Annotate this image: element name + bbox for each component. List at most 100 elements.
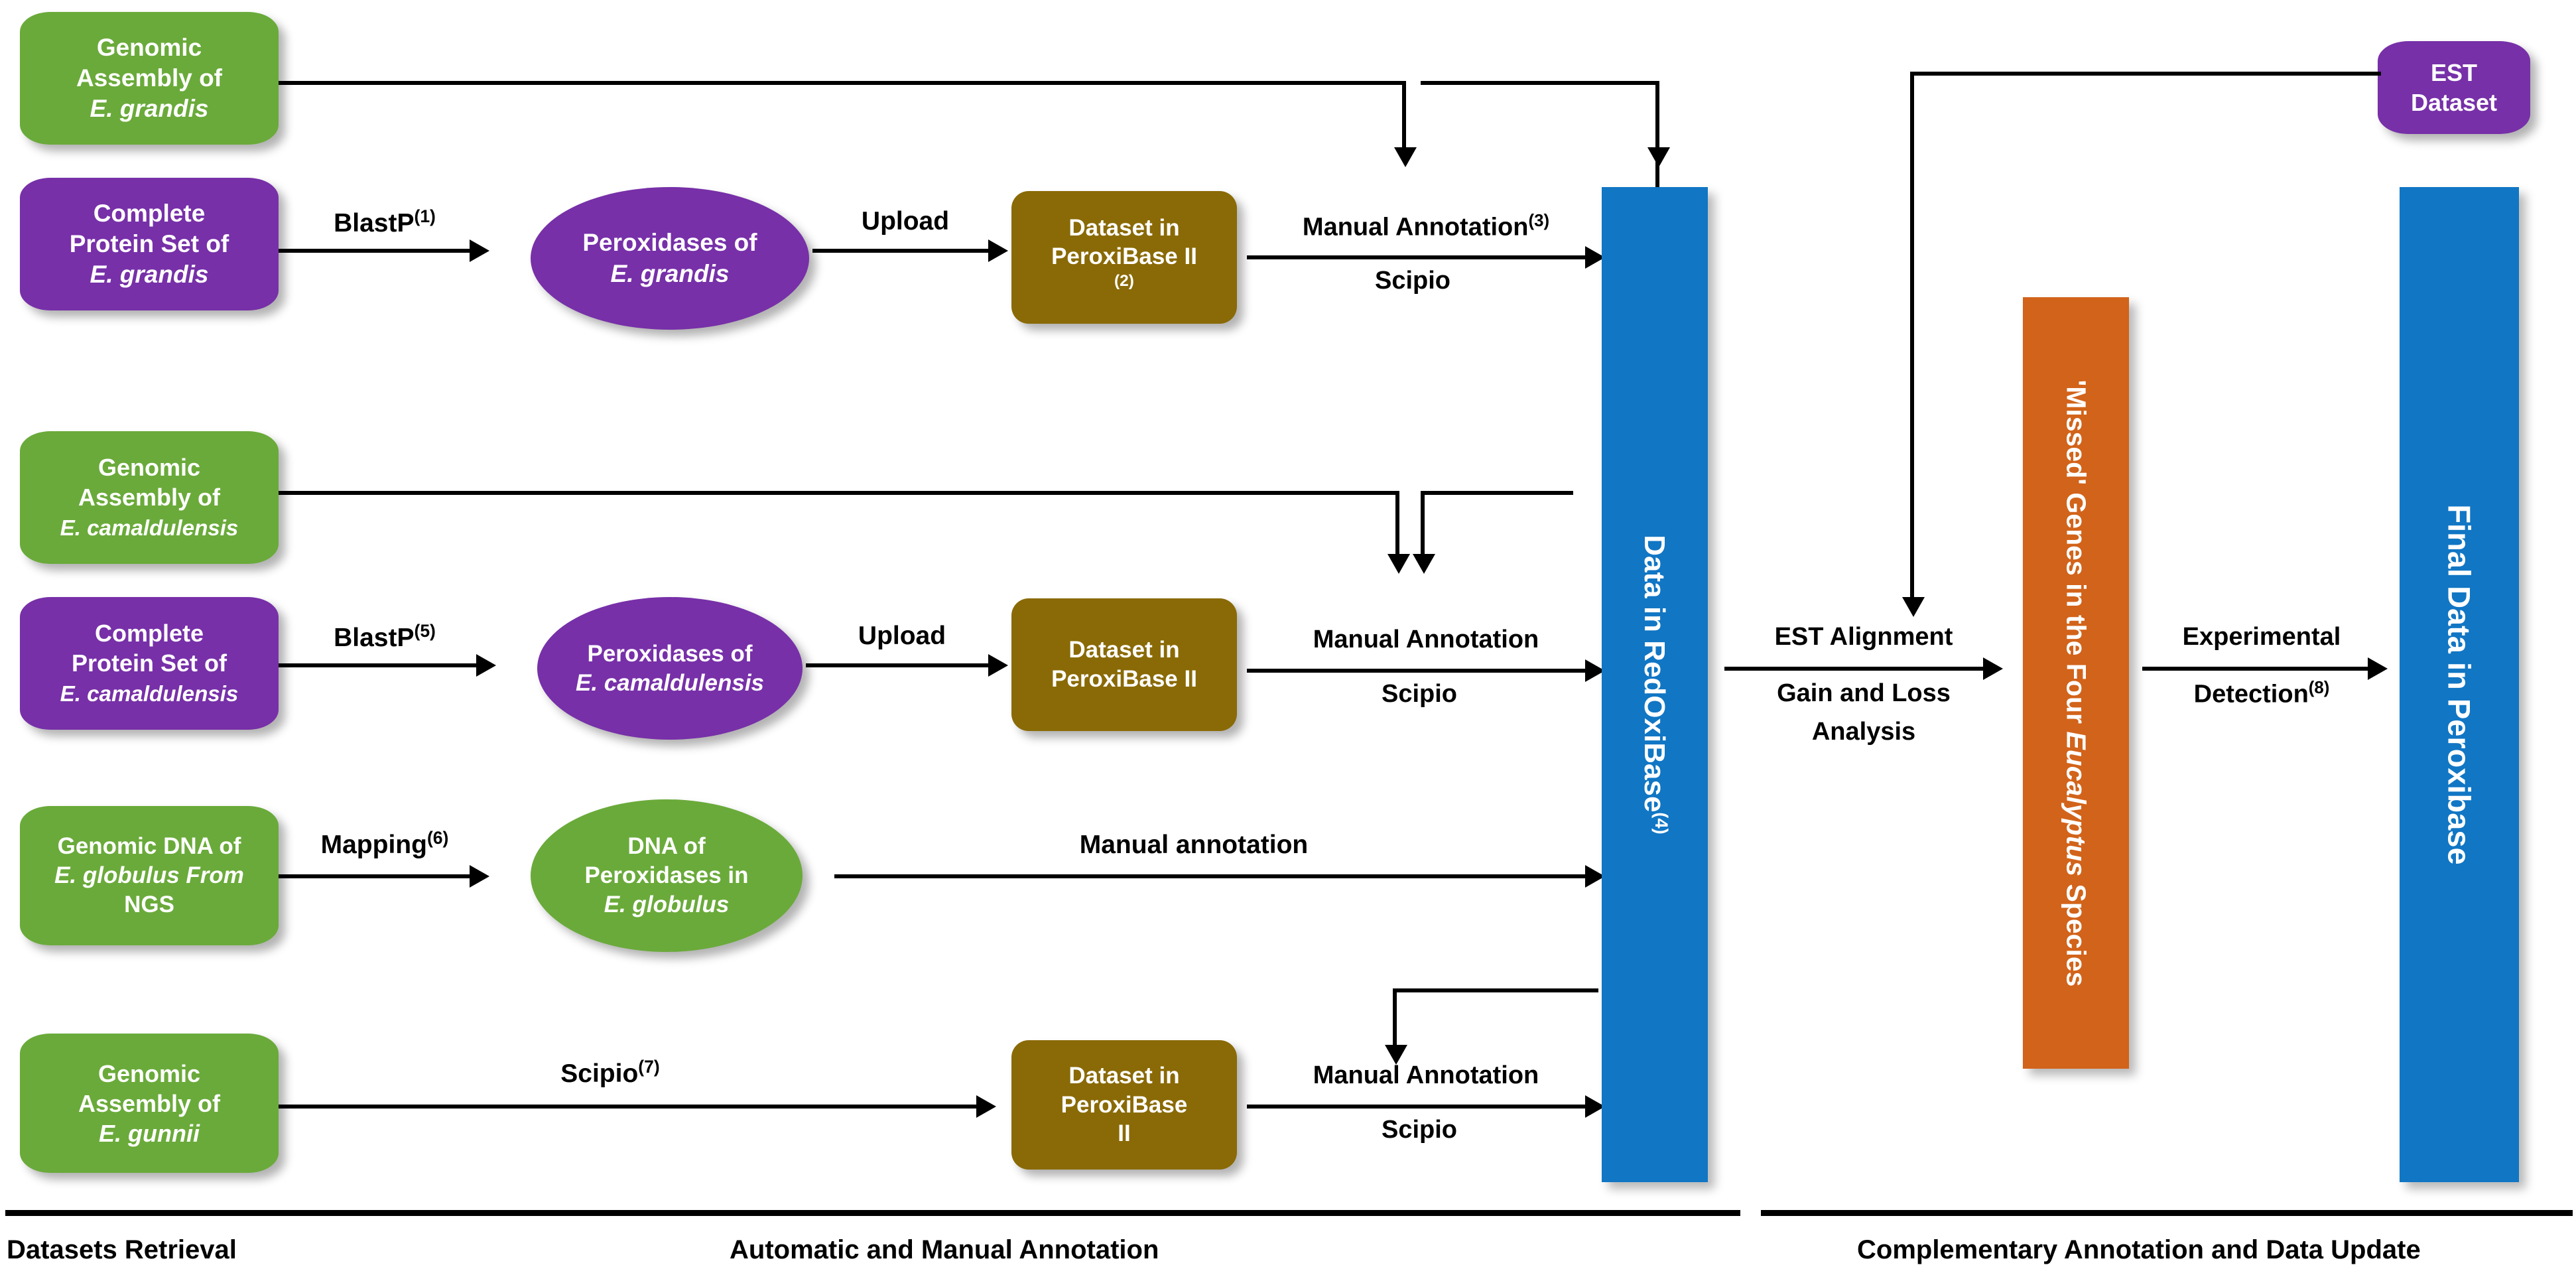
- edge-label-text: Upload: [858, 622, 946, 650]
- edge-label-manual-annotation-globulus: Manual annotation: [929, 829, 1459, 861]
- phase-label-text: Datasets Retrieval: [7, 1235, 237, 1264]
- edge-label-text: Analysis: [1811, 718, 1916, 746]
- phase-divider-left: [5, 1210, 1740, 1216]
- node-line-1: Complete: [93, 199, 206, 227]
- node-data-redoxibase-label: Data in RedOxiBase(4): [1638, 535, 1672, 834]
- node-superscript: (4): [1651, 812, 1672, 835]
- node-data-redoxibase: Data in RedOxiBase(4): [1602, 187, 1708, 1182]
- node-peroxidases-camaldulensis: Peroxidases of E. camaldulensis: [537, 597, 803, 740]
- edge-arrow-est-feed: [1647, 147, 1670, 167]
- phase-label-complementary-annotation: Complementary Annotation and Data Update: [1857, 1235, 2421, 1265]
- node-genomic-dna-globulus: Genomic DNA of E. globulus From NGS: [20, 806, 279, 945]
- node-line-3: II: [1118, 1120, 1131, 1147]
- edge-arrow-mapping-globulus: [470, 865, 489, 888]
- edge-superscript: (7): [638, 1057, 660, 1077]
- node-dataset-peroxibase-gunnii: Dataset in PeroxiBase II: [1011, 1040, 1237, 1170]
- edge-superscript: (8): [2308, 679, 2330, 697]
- edge-line-blastp-grandis: [279, 249, 471, 253]
- edge-line-manual-annotation-grandis: [1247, 255, 1598, 259]
- node-protein-set-camaldulensis: Complete Protein Set of E. camaldulensis: [20, 597, 279, 730]
- node-line-1: Genomic: [97, 454, 201, 482]
- edge-arrow-scipio-gunnii: [976, 1095, 996, 1118]
- node-line-2: PeroxiBase II: [1051, 243, 1197, 270]
- edge-label-upload-camaldulensis: Upload: [806, 620, 998, 652]
- node-line-3: E. grandis: [90, 95, 209, 123]
- edge-line-scipio-gunnii: [279, 1105, 978, 1109]
- node-label-text: 'Missed' Genes in the Four: [2061, 379, 2092, 731]
- edge-line-second-branch-camaldulensis: [1421, 491, 1573, 495]
- node-label-italic: Eucalyptus: [2061, 730, 2092, 876]
- edge-sublabel-manual-annotation-grandis: Scipio: [1247, 265, 1578, 296]
- edge-label-text: Scipio: [560, 1059, 639, 1088]
- phase-label-text: Complementary Annotation and Data Update: [1857, 1235, 2421, 1264]
- node-line-3: E. globulus: [604, 891, 730, 917]
- edge-label-blastp-camaldulensis: BlastP(5): [292, 620, 478, 654]
- edge-arrow-assembly-grandis: [1394, 147, 1417, 167]
- node-line-2: Assembly of: [78, 1089, 221, 1117]
- edge-label-text: Scipio: [1381, 1116, 1458, 1144]
- edge-label-text: Manual annotation: [1079, 831, 1309, 859]
- edge-arrow-upload-camaldulensis: [988, 654, 1008, 677]
- edge-sublabel-manual-annotation-gunnii: Scipio: [1247, 1114, 1592, 1145]
- node-line-2: PeroxiBase II: [1051, 666, 1197, 692]
- node-line-1: Dataset in: [1068, 1062, 1180, 1089]
- node-peroxidases-grandis: Peroxidases of E. grandis: [531, 187, 809, 330]
- edge-superscript: (1): [414, 206, 436, 226]
- edge-line-blastp-camaldulensis: [279, 663, 478, 667]
- edge-line-experimental-detection: [2142, 667, 2381, 671]
- phase-label-text: Automatic and Manual Annotation: [730, 1235, 1159, 1264]
- edge-arrow-blastp-grandis: [470, 239, 489, 262]
- edge-arrow-assembly-camaldulensis: [1387, 554, 1410, 574]
- edge-line-est-dataset-horizontal: [1910, 72, 2381, 76]
- node-dataset-peroxibase-grandis: Dataset in PeroxiBase II(2): [1011, 191, 1237, 324]
- node-line-2: Protein Set of: [69, 230, 229, 257]
- edge-line-manual-annotation-gunnii: [1247, 1105, 1598, 1109]
- edge-vline-assembly-camaldulensis: [1395, 491, 1399, 557]
- node-line-3: E. grandis: [90, 261, 209, 289]
- edge-label-text: Scipio: [1381, 680, 1458, 708]
- node-line-1: Dataset in: [1068, 637, 1180, 663]
- edge-line-assembly-camaldulensis-top: [279, 491, 1399, 495]
- edge-label-text: BlastP: [334, 209, 415, 237]
- edge-vline-est-feed: [1655, 81, 1659, 190]
- edge-label-text: EST Alignment: [1774, 623, 1953, 651]
- node-line-3: E. camaldulensis: [60, 682, 239, 707]
- edge-label-text: Experimental: [2182, 623, 2341, 651]
- edge-vline-est-dataset: [1910, 72, 1914, 602]
- phase-label-datasets-retrieval: Datasets Retrieval: [7, 1235, 237, 1265]
- edge-label-est-alignment: EST Alignment: [1724, 622, 2003, 652]
- node-line-1: Genomic: [97, 1059, 201, 1087]
- node-line-1: Genomic DNA of: [57, 833, 241, 860]
- node-missed-genes-label: 'Missed' Genes in the Four Eucalyptus Sp…: [2061, 379, 2092, 986]
- node-genomic-assembly-grandis: Genomic Assembly of E. grandis: [20, 12, 279, 145]
- node-dataset-peroxibase-camaldulensis: Dataset in PeroxiBase II: [1011, 598, 1237, 731]
- node-missed-genes: 'Missed' Genes in the Four Eucalyptus Sp…: [2023, 297, 2129, 1069]
- node-line-2: E.: [575, 669, 598, 696]
- node-line-1: Dataset in: [1068, 214, 1180, 241]
- edge-superscript: (5): [414, 621, 436, 641]
- edge-line-manual-annotation-globulus: [834, 874, 1598, 878]
- node-label-text: Data in RedOxiBase: [1638, 535, 1671, 813]
- node-line-2: E. globulus From: [54, 862, 244, 889]
- node-line-2: PeroxiBase: [1061, 1091, 1188, 1118]
- edge-vline-second-branch-camaldulensis: [1421, 491, 1425, 557]
- edge-label-text: Upload: [861, 207, 950, 236]
- edge-arrow-experimental-detection: [2368, 657, 2388, 680]
- node-genomic-assembly-gunnii: Genomic Assembly of E. gunnii: [20, 1034, 279, 1173]
- edge-line-upload-grandis: [812, 249, 998, 253]
- node-line-2: Protein Set of: [71, 649, 227, 677]
- node-line-2: Peroxidases in: [584, 862, 749, 889]
- edge-label-mapping-globulus: Mapping(6): [292, 827, 478, 861]
- node-line-1: DNA of: [627, 833, 706, 860]
- node-line-1: Genomic: [96, 33, 202, 61]
- node-line-3: camaldulensis: [604, 669, 765, 696]
- node-line-3: E. camaldulensis: [60, 516, 239, 541]
- edge-label-text: Manual Annotation: [1313, 1061, 1539, 1089]
- edge-line-est-alignment: [1724, 667, 1996, 671]
- node-label-text-post: Species: [2061, 876, 2092, 986]
- edge-line-est-feed-top: [1421, 81, 1659, 85]
- node-final-data-label: Final Data in Peroxibase: [2441, 504, 2478, 864]
- node-line-3: NGS: [124, 891, 174, 917]
- edge-line-mapping-globulus: [279, 874, 471, 878]
- edge-label-text: Manual Annotation: [1313, 626, 1539, 653]
